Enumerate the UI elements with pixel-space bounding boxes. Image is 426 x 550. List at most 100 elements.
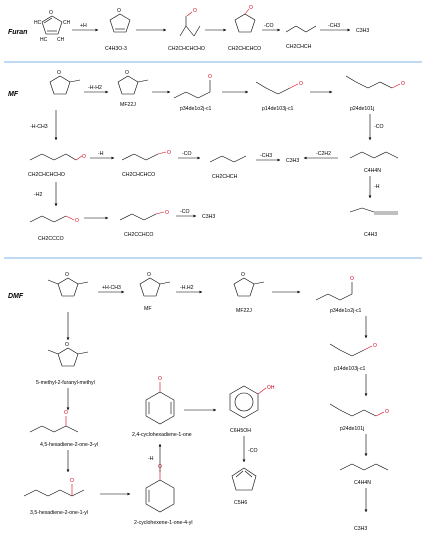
label-c3h3: C3H3: [356, 28, 369, 34]
svg-text:O: O: [64, 410, 68, 416]
svg-text:O: O: [75, 218, 79, 224]
ch2chcho-molecule: O: [234, 5, 256, 33]
label-c4h4n-dmf: C4H4N: [354, 480, 371, 486]
ch2chchcho-mf-molecule: O: [29, 153, 86, 161]
svg-text:O: O: [373, 343, 377, 349]
hexadiene23yl-molecule: O: [29, 410, 79, 433]
label-p14de1o3j: p14de103j-c1: [262, 106, 294, 112]
label-ch2chchcho: CH2CHCHCHO: [168, 46, 205, 52]
p24de1o1j-molecule: O: [345, 75, 405, 89]
svg-text:O: O: [241, 272, 245, 278]
reaction-minus-co-e: -CO: [248, 448, 258, 454]
label-c3h3-mf2: C3H3: [202, 214, 215, 220]
label-ch2chch: CH2CHCH: [286, 44, 312, 50]
ch2ccco-molecule: O: [29, 215, 79, 224]
ch2chchcho-molecule: O: [179, 8, 201, 37]
svg-text:O: O: [125, 70, 129, 76]
reaction-minus-h-ch3: -H-CH3: [30, 124, 48, 130]
c4h4n-dmf-molecule: [339, 463, 389, 471]
label-ch2chcho: CH2CHCHCO: [228, 46, 261, 52]
reaction-minus-co-d: -CO: [180, 209, 190, 215]
svg-text:O: O: [158, 464, 162, 470]
c4h3o3-molecule: O: [109, 8, 131, 33]
section-title-mf: MF: [8, 91, 19, 98]
svg-text:O: O: [65, 272, 69, 278]
reaction-minus-h2: -H2: [34, 192, 42, 198]
c4h3-molecule: [349, 207, 398, 215]
svg-text:CH: CH: [57, 37, 65, 43]
label-p34de1o2j-dmf: p34de1o2j-c1: [330, 308, 362, 314]
cyclopentadiene-molecule: [231, 467, 257, 491]
label-c4h4n: C4H4N: [364, 168, 381, 174]
svg-text:O: O: [165, 210, 169, 216]
section-title-dmf: DMF: [8, 293, 24, 300]
label-ch2chchcho-mf: CH2CHCHCHO: [28, 172, 65, 178]
svg-text:HC: HC: [40, 37, 48, 43]
reaction-plus-h: +H: [80, 23, 87, 29]
svg-text:HC: HC: [34, 20, 42, 26]
dmf-molecule: O: [47, 272, 89, 297]
label-ch2ccco: CH2CCCO: [38, 236, 64, 242]
label-p14de1o3j-dmf: p14de103j-c1: [334, 366, 366, 372]
hexadiene11yl-molecule: O: [23, 478, 85, 497]
reaction-minus-ch3: -CH3: [328, 23, 340, 29]
p34de1o2j-molecule: O: [173, 74, 212, 99]
label-p34de1o2j: p34de1o2j-c1: [180, 106, 212, 112]
label-hexadiene23yl: 4,5-hexadiene-2-one-3-yl: [40, 442, 98, 448]
svg-text:O: O: [65, 342, 69, 348]
reaction-minus-h: -H: [374, 184, 380, 190]
label-p24de1o1j: p24de101j: [350, 106, 374, 112]
svg-text:O: O: [57, 70, 61, 76]
methylfuranylmethyl-molecule: O: [47, 342, 89, 367]
c4h4n-molecule: [349, 151, 399, 159]
ch2chcho-mf-molecule: O: [121, 150, 171, 161]
mf-molecule: O: [49, 70, 81, 95]
mf-dmf-molecule: O: [139, 272, 171, 297]
label-hexadiene11yl: 3,5-hexadiene-2-one-1-yl: [30, 510, 88, 516]
svg-text:O: O: [350, 276, 354, 282]
cyclohexenone-molecule: O: [145, 464, 175, 513]
label-c4h3: C4H3: [364, 232, 377, 238]
label-c3h3-mf: C3H3: [286, 158, 299, 164]
ch2chch-molecule: [285, 25, 317, 33]
ch2ccco2-molecule: O: [119, 210, 169, 221]
label-c4h3o3: C4H3O-3: [105, 46, 127, 52]
label-c5h6: C5H6: [234, 500, 247, 506]
phenol-molecule: OH: [229, 385, 275, 419]
mf22j-molecule: O: [117, 70, 149, 95]
svg-text:O: O: [70, 478, 74, 484]
label-c6h5oh: C6H5OH: [230, 428, 251, 434]
p24de1o1j-dmf-molecule: O: [329, 403, 389, 417]
reaction-minus-co-c: -CO: [182, 151, 192, 157]
reaction-plus-h-ch3: +H-CH3: [102, 285, 121, 291]
reaction-minus-h2-b: -H.H2: [180, 285, 194, 291]
reaction-minus-co: -CO: [264, 23, 274, 29]
reaction-minus-co-b: -CO: [374, 124, 384, 130]
label-ch2chch-mf: CH2CHCH: [212, 174, 238, 180]
p14de1o3j-dmf-molecule: O: [329, 343, 377, 357]
label-ch2ccco2: CH2CCHCO: [124, 232, 153, 238]
svg-text:O: O: [147, 272, 151, 278]
label-mf: MF: [144, 306, 152, 312]
svg-text:O: O: [299, 81, 303, 87]
label-p24de1o1j-dmf: p24de101j: [340, 426, 364, 432]
label-ch2chcho-mf: CH2CHCHCO: [122, 172, 155, 178]
furan-molecule: O HC CH HC CH: [34, 10, 71, 43]
p34de1o2j-dmf-molecule: O: [315, 276, 354, 301]
cyclohexadienone-molecule: O: [145, 376, 175, 425]
ch2chch-mf-molecule: [209, 155, 247, 163]
mf22j-dmf-molecule: O: [233, 272, 265, 297]
label-mf22j: MF22J: [120, 102, 136, 108]
reaction-minus-ch3-b: -CH3: [260, 153, 272, 159]
svg-text:CH: CH: [63, 20, 71, 26]
section-title-furan: Furan: [8, 29, 27, 36]
label-cyclohexenone: 2-cyclohexene-1-one-4-yl: [134, 520, 193, 526]
label-mf22j-dmf: MF22J: [236, 308, 252, 314]
label-c3h3-dmf: C3H3: [354, 526, 367, 532]
svg-text:O: O: [49, 10, 53, 16]
label-cyclohexadienone: 2,4-cyclohexadiene-1-one: [132, 432, 192, 438]
svg-text:O: O: [158, 376, 162, 382]
svg-text:O: O: [401, 81, 405, 87]
